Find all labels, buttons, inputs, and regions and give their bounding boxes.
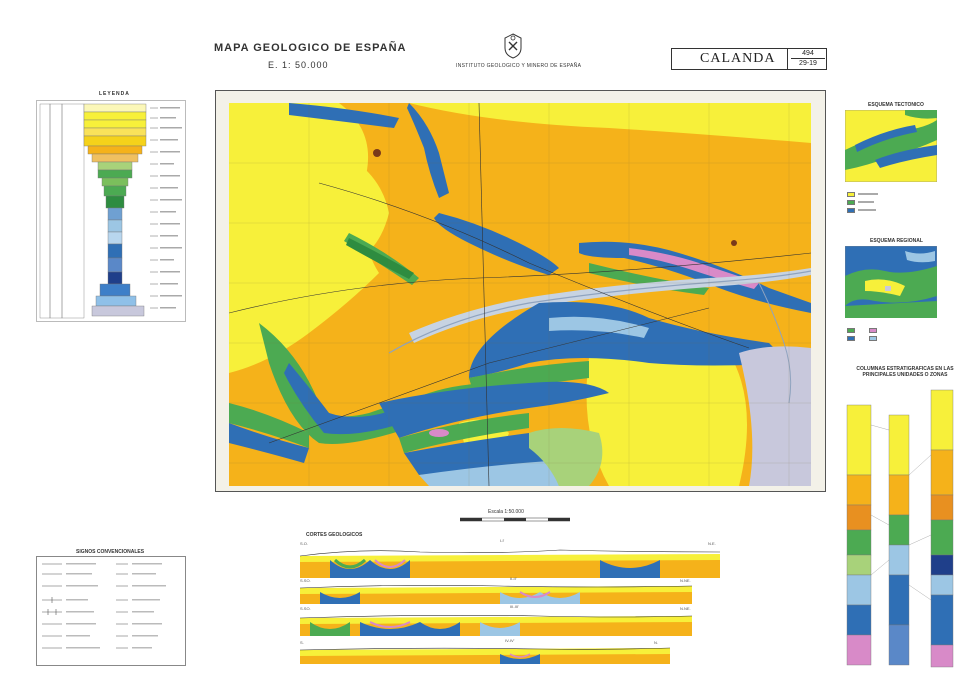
section-ii [300,585,692,604]
map-scale-header: E. 1: 50.000 [268,60,329,70]
section-iv-start: S. [300,640,304,645]
sheet-box [671,48,827,70]
regional-scheme-map [845,246,937,318]
strat-columns-title-line2: PRINCIPALES UNIDADES O ZONAS [862,372,948,378]
map-title: MAPA GEOLOGICO DE ESPAÑA [214,42,407,54]
section-iii-start: S.SO. [300,606,311,611]
igme-seal-icon [504,33,522,59]
institution-name: INSTITUTO GEOLOGICO Y MINERO DE ESPAÑA [456,63,582,69]
section-iv-label: IV-IV' [505,638,515,643]
geological-sections-title: CORTES GEOLOGICOS [306,532,363,538]
conventional-signs-panel [36,556,186,666]
map-scale-label: Escala 1:50.000 [488,509,524,515]
geological-map[interactable] [229,103,811,486]
strat-columns-title-line1: COLUMNAS ESTRATIGRAFICAS EN LAS [856,366,954,372]
sheet-divider [787,48,788,70]
section-ii-label: II-II' [510,576,517,581]
strat-columns [846,389,954,668]
tectonic-scheme-legend [847,186,907,213]
section-i-label: I-I' [500,538,505,543]
regional-scheme-legend [847,322,937,341]
section-ii-end: N.NE. [680,578,691,583]
legend-title: LEYENDA [99,91,130,97]
scale-bar [460,517,570,522]
legend-panel [36,100,186,322]
regional-scheme-title: ESQUEMA REGIONAL [870,238,923,244]
sheet-number-grid: 29-19 [799,60,817,67]
section-iii-label: III-III' [510,604,519,609]
section-iv [300,647,670,664]
conventional-signs-title: SIGNOS CONVENCIONALES [76,549,145,555]
section-ii-start: S.SO. [300,578,311,583]
section-i [300,549,720,578]
tectonic-scheme-title: ESQUEMA TECTONICO [868,102,924,108]
section-iv-end: N. [654,640,658,645]
sheet-number-main: 494 [791,49,825,59]
tectonic-scheme-map [845,110,937,182]
sheet-number: 494 29-19 [791,49,825,68]
section-i-end: N.E. [708,541,716,546]
section-iii [300,615,692,636]
strat-columns-title: COLUMNAS ESTRATIGRAFICAS EN LAS PRINCIPA… [850,366,960,378]
section-i-start: S.O. [300,541,309,546]
sheet-name: CALANDA [700,51,776,66]
section-iii-end: N.NE. [680,606,691,611]
